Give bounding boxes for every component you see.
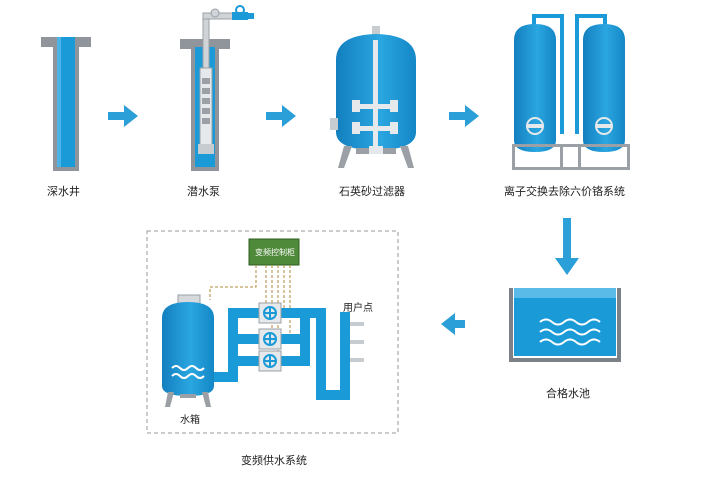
flow-arrow-1 [108,105,138,127]
vf-pump-2 [258,328,282,350]
label-ion-exchange: 离子交换去除六价铬系统 [504,185,625,198]
label-control-cabinet: 变频控制柜 [255,248,295,257]
submersible-pump-graphic [180,5,254,171]
flow-arrow-2 [266,105,296,127]
label-qualified-pool: 合格水池 [546,387,590,400]
flow-arrow-down [555,218,579,275]
water-tank-graphic [162,294,214,407]
flow-arrow-left [441,313,465,335]
flow-arrow-3 [449,105,479,127]
ion-exchange-graphic [512,14,630,170]
vf-system-box [146,230,399,434]
deep-well-graphic [41,37,91,171]
label-deep-well: 深水井 [47,185,80,198]
label-quartz-sand-filter: 石英砂过滤器 [339,185,405,198]
vf-pump-1 [258,302,282,324]
qualified-pool-graphic [509,288,621,362]
quartz-sand-filter-graphic [330,26,416,168]
label-water-tank: 水箱 [180,415,200,426]
label-user-point: 用户点 [343,303,373,314]
control-cabinet-graphic [209,238,300,362]
distribution-piping [214,308,364,400]
vf-pump-3 [258,350,282,372]
label-submersible-pump: 潜水泵 [187,185,220,198]
label-vf-system-title: 变频供水系统 [241,454,307,467]
